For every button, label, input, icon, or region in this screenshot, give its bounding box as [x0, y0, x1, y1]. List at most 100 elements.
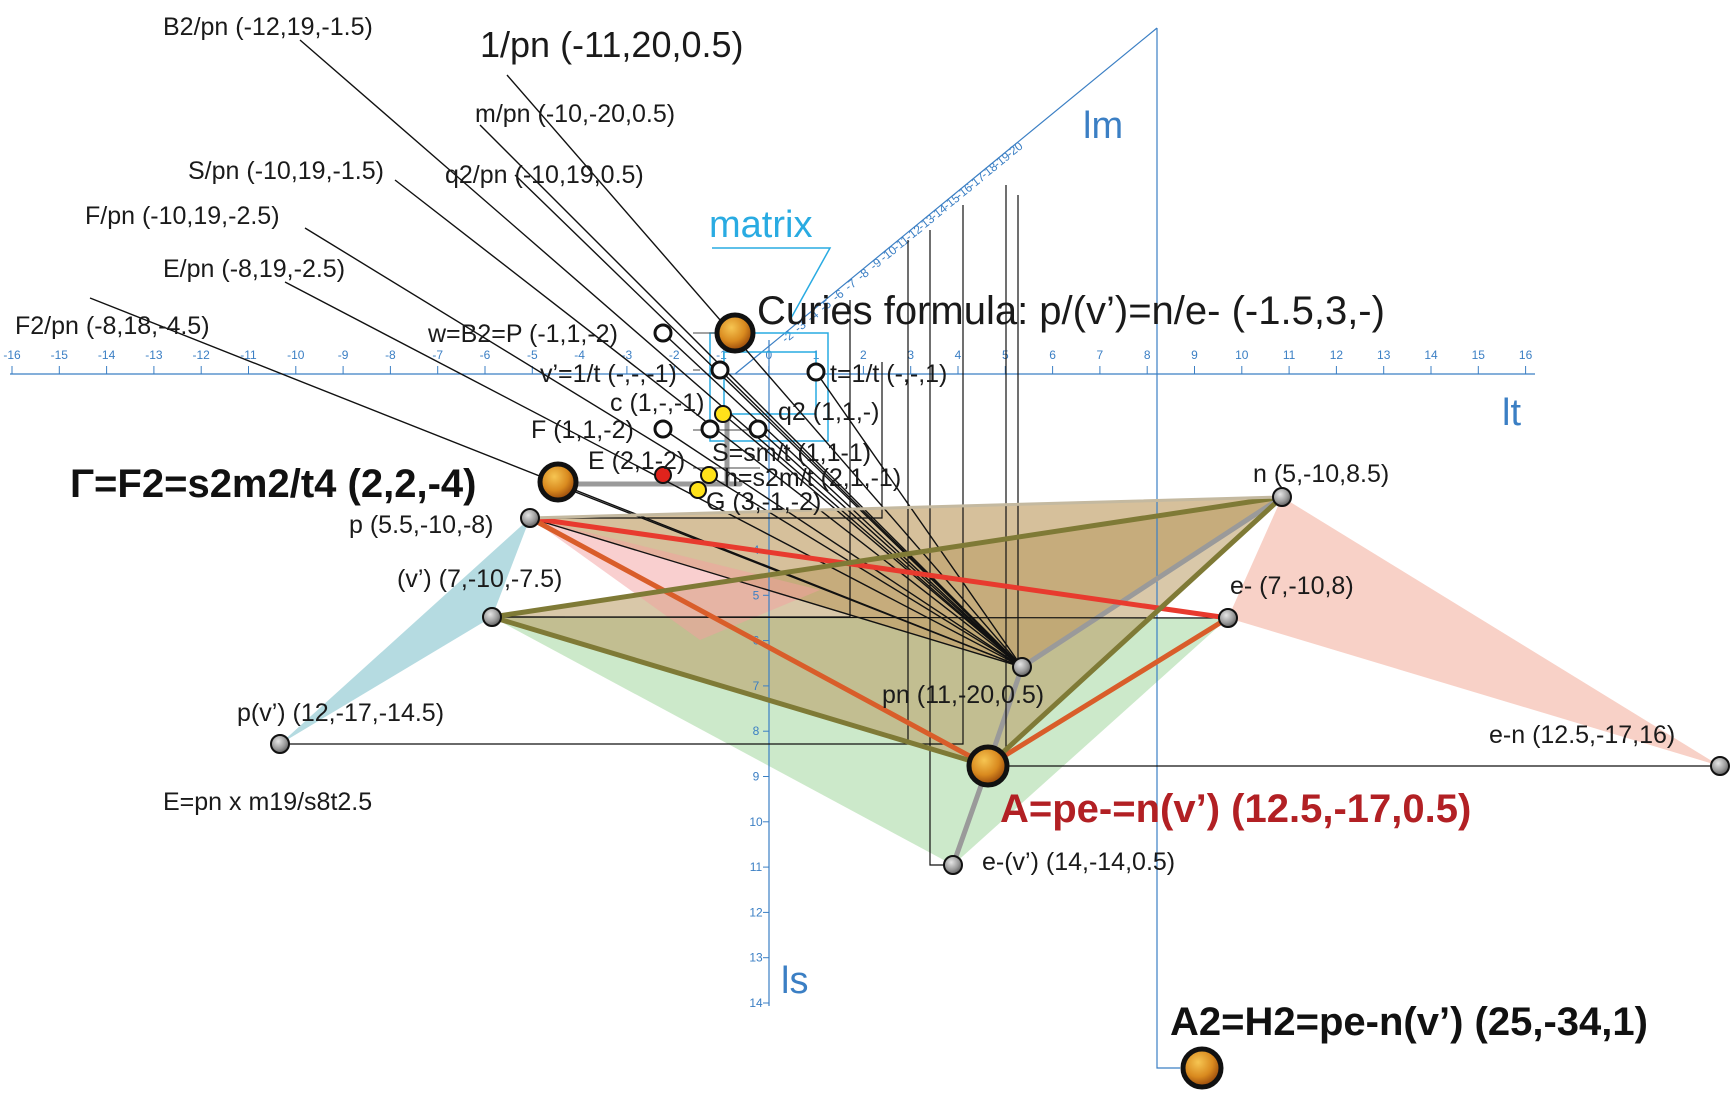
lm-axis-label: lm	[1083, 105, 1123, 147]
label-en: e-n (12.5,-17,16)	[1489, 721, 1675, 749]
a2-label: A2=H2=pe-n(v’) (25,-34,1)	[1170, 1000, 1648, 1044]
label-t: t=1/t (-,-,1)	[830, 360, 947, 388]
a-label: A=pe-=n(v’) (12.5,-17,0.5)	[1000, 787, 1471, 831]
lt-tick-label: -5	[527, 348, 538, 362]
ray-p	[529, 517, 1023, 668]
label-n: n (5,-10,8.5)	[1253, 460, 1389, 488]
label-q2pt: q2 (1,1,-)	[778, 398, 879, 426]
ray-labels: B2/pn (-12,19,-1.5) 1/pn (-11,20,0.5) m/…	[15, 13, 744, 340]
lt-tick-label: 7	[1097, 348, 1104, 362]
ls-tick-label: 8	[753, 724, 760, 738]
edge-n-a	[985, 494, 1285, 769]
point-c-yellow	[714, 405, 732, 423]
ray-b2	[299, 39, 1023, 668]
label-v: v’=1/t (-,-,-1)	[540, 360, 677, 388]
matrix-frame	[709, 332, 829, 442]
point-w	[653, 323, 673, 343]
point-curies	[714, 312, 756, 354]
edge-v-n	[489, 494, 1285, 620]
lt-tick-label: -7	[432, 348, 443, 362]
pink-projection-fill	[1228, 497, 1720, 766]
lt-tick-label: 11	[1283, 348, 1296, 362]
label-e-minus: e- (7,-10,8)	[1230, 572, 1354, 600]
lt-tick-label: 8	[1144, 348, 1151, 362]
ray-w	[662, 332, 1023, 668]
matrix-callout-line	[712, 247, 832, 321]
ray-c	[722, 413, 1023, 668]
ray-one	[506, 74, 1023, 668]
point-c	[700, 419, 720, 439]
ray-e	[284, 281, 1023, 668]
label-s-pt: S=sm/t (1,1-1)	[712, 439, 871, 467]
ray-f	[304, 227, 1023, 668]
lt-tick-label: -9	[338, 348, 349, 362]
edge-p-e	[527, 515, 1231, 621]
lt-tick-label: -2	[669, 348, 680, 362]
ray-q2-pt	[757, 428, 1023, 668]
curies-formula: Curies formula: p/(v’)=n/e- (-1.5,3,-)	[757, 289, 1385, 333]
blue-projection-fill	[280, 518, 530, 744]
point-h	[689, 481, 707, 499]
ls-tick-label: 12	[749, 905, 763, 919]
ls-tick-label: 13	[749, 951, 763, 965]
lt-tick-label: -12	[193, 348, 211, 362]
label-s: S/pn (-10,19,-1.5)	[188, 157, 384, 185]
label-f: F/pn (-10,19,-2.5)	[85, 202, 280, 230]
point-pn	[1012, 657, 1032, 677]
lm-axis-line	[734, 27, 1158, 375]
point-gamma	[537, 461, 579, 503]
label-v-prime: (v’) (7,-10,-7.5)	[397, 565, 562, 593]
edge-p-a	[527, 515, 991, 769]
label-m: m/pn (-10,-20,0.5)	[475, 100, 675, 128]
label-fpt: F (1,1,-2)	[531, 416, 634, 444]
matrix-open-points	[653, 323, 826, 439]
point-v	[710, 360, 730, 380]
lt-tick-label: -8	[385, 348, 396, 362]
edge-e-a	[985, 615, 1231, 769]
tan-lower-fill	[492, 497, 1282, 766]
lt-tick-label: 4	[955, 348, 962, 362]
lt-tick-label: 10	[1235, 348, 1249, 362]
ray-t	[815, 371, 1023, 668]
lt-tick-label: -3	[622, 348, 633, 362]
point-n	[1272, 487, 1292, 507]
label-g: G (3,-1,-2)	[706, 488, 821, 516]
ls-tick-label: 9	[753, 770, 760, 784]
point-e-red	[654, 466, 672, 484]
label-ev: e-(v’) (14,-14,0.5)	[982, 848, 1175, 876]
lt-tick-label: 13	[1377, 348, 1391, 362]
triangle-edges	[489, 494, 1285, 769]
pink-inner-fill	[530, 518, 820, 640]
lt-tick-label: 3	[907, 348, 914, 362]
point-en	[1710, 756, 1730, 776]
label-q2: q2/pn (-10,19,0.5)	[445, 161, 644, 189]
lt-tick-label: 14	[1424, 348, 1438, 362]
point-q2	[748, 419, 768, 439]
point-t	[806, 362, 826, 382]
point-labels: p (5.5,-10,-8) n (5,-10,8.5) (v’) (7,-10…	[237, 460, 1675, 876]
lt-tick-label: -16	[3, 348, 21, 362]
lt-tick-label: -1	[716, 348, 727, 362]
point-s	[700, 466, 718, 484]
point-p	[520, 508, 540, 528]
ray-fpt	[662, 428, 1023, 668]
label-h: h=s2m/t (2,1,-1)	[724, 464, 901, 492]
lt-tick-label: -14	[98, 348, 116, 362]
point-a2	[1180, 1046, 1224, 1090]
ls-tick-label: 14	[749, 996, 763, 1010]
gamma-label: Γ=F2=s2m2/t4 (2,2,-4)	[70, 462, 476, 506]
point-ev	[943, 855, 963, 875]
ray-q2	[514, 174, 1023, 668]
lm-tick-label: -8	[855, 265, 872, 283]
label-e: E/pn (-8,19,-2.5)	[163, 255, 345, 283]
label-f2: F2/pn (-8,18,-4.5)	[15, 312, 210, 340]
projection-fills	[280, 497, 1720, 865]
lt-tick-label: 16	[1519, 348, 1533, 362]
edge-v-a	[489, 614, 991, 769]
frame-line	[1156, 28, 1180, 1069]
lt-tick-label: -4	[574, 348, 585, 362]
lt-tick-label: -11	[240, 348, 257, 362]
matrix-inner-frame	[723, 351, 817, 415]
